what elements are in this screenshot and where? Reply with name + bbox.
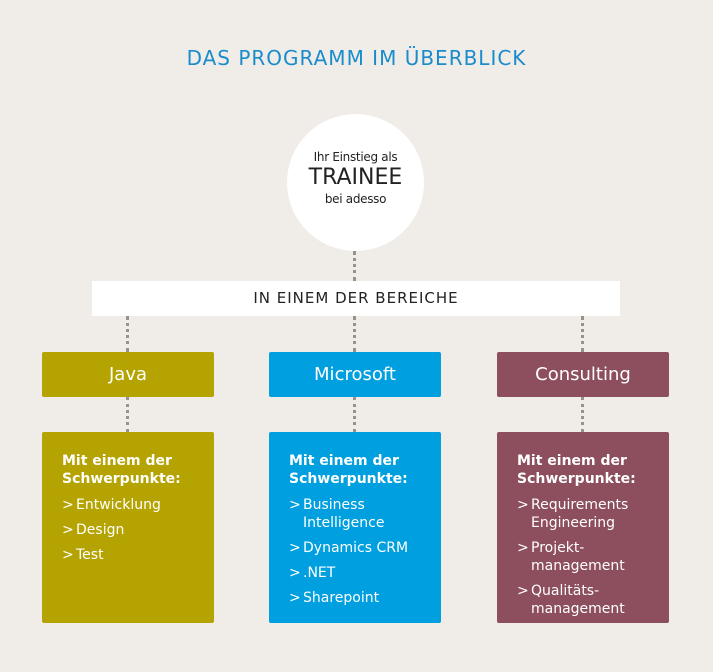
list-item: >Business Intelligence xyxy=(289,496,421,532)
item-label: Business Intelligence xyxy=(303,497,385,531)
item-label: Projekt-management xyxy=(531,540,625,574)
connector xyxy=(353,316,356,352)
item-label: Qualitäts-management xyxy=(531,583,625,617)
box-heading: Mit einem der Schwerpunkte: xyxy=(289,453,408,487)
circle-line2: TRAINEE xyxy=(308,165,403,190)
bullet-icon: > xyxy=(62,522,74,538)
bullet-icon: > xyxy=(289,497,301,513)
bullet-icon: > xyxy=(289,590,301,606)
connector xyxy=(353,251,356,281)
bullet-icon: > xyxy=(517,583,529,599)
item-label: Dynamics CRM xyxy=(303,540,409,556)
connector xyxy=(581,316,584,352)
box-heading: Mit einem der Schwerpunkte: xyxy=(517,453,636,487)
page-title: DAS PROGRAMM IM ÜBERBLICK xyxy=(186,46,527,70)
item-label: Design xyxy=(76,522,125,538)
list-item: >Requirements Engineering xyxy=(517,496,649,532)
connector xyxy=(126,316,129,352)
bullet-icon: > xyxy=(289,565,301,581)
area-box-1: Mit einem der Schwerpunkte:>Business Int… xyxy=(269,432,441,623)
circle-line1: Ihr Einstieg als xyxy=(313,150,398,164)
bullet-icon: > xyxy=(62,497,74,513)
areas-bar: IN EINEM DER BEREICHE xyxy=(92,281,620,316)
area-header-2: Consulting xyxy=(497,352,669,397)
area-header-1: Microsoft xyxy=(269,352,441,397)
bullet-icon: > xyxy=(517,497,529,513)
item-label: Test xyxy=(76,547,104,563)
list-item: >Dynamics CRM xyxy=(289,539,421,557)
circle-line3: bei adesso xyxy=(324,192,387,206)
trainee-circle: Ihr Einstieg als TRAINEE bei adesso xyxy=(287,114,424,251)
list-item: >Sharepoint xyxy=(289,589,421,607)
list-item: >Projekt-management xyxy=(517,539,649,575)
item-label: Sharepoint xyxy=(303,590,380,606)
list-item: >Qualitäts-management xyxy=(517,582,649,618)
bullet-icon: > xyxy=(289,540,301,556)
area-box-2: Mit einem der Schwerpunkte:>Requirements… xyxy=(497,432,669,623)
box-heading: Mit einem der Schwerpunkte: xyxy=(62,453,181,487)
area-header-0: Java xyxy=(42,352,214,397)
connector xyxy=(126,397,129,432)
item-label: Requirements Engineering xyxy=(531,497,629,531)
item-label: Entwicklung xyxy=(76,497,161,513)
list-item: >Design xyxy=(62,521,194,539)
connector xyxy=(581,397,584,432)
item-label: .NET xyxy=(303,565,336,581)
list-item: >.NET xyxy=(289,564,421,582)
area-box-0: Mit einem der Schwerpunkte:>Entwicklung>… xyxy=(42,432,214,623)
connector xyxy=(353,397,356,432)
bullet-icon: > xyxy=(517,540,529,556)
list-item: >Entwicklung xyxy=(62,496,194,514)
list-item: >Test xyxy=(62,546,194,564)
bullet-icon: > xyxy=(62,547,74,563)
